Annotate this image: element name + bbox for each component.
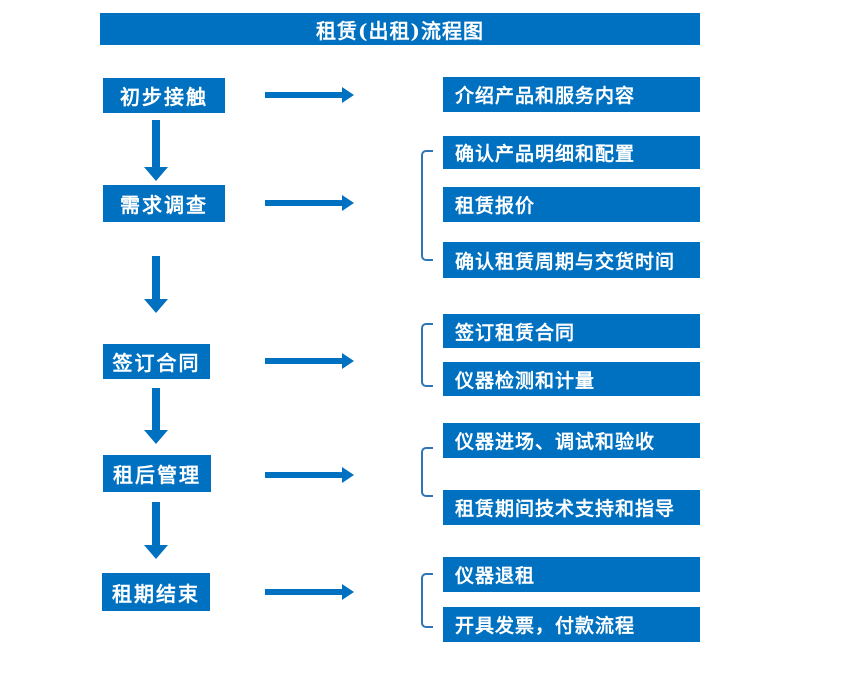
- right-arrow-icon: [265, 353, 354, 369]
- right-arrow-icon: [265, 467, 354, 483]
- right-arrow-icon: [265, 195, 354, 211]
- down-arrow-icon: [144, 502, 168, 559]
- right-arrow-icon: [265, 87, 354, 103]
- output-box-tech-support-during-rental: 租赁期间技术支持和指导: [443, 490, 700, 525]
- flowchart-title-bar: 租赁(出租)流程图: [100, 13, 700, 45]
- down-arrow-icon: [144, 388, 168, 444]
- group-bracket-demand-survey: [421, 150, 433, 261]
- group-bracket-rental-end: [421, 573, 433, 628]
- stage-box-post-rental-management: 租后管理: [103, 455, 211, 492]
- down-arrow-icon: [144, 256, 168, 313]
- output-box-instrument-testing-metering: 仪器检测和计量: [443, 362, 700, 396]
- down-arrow-icon: [144, 120, 168, 181]
- right-arrow-icon: [265, 584, 354, 600]
- output-box-confirm-product-details-config: 确认产品明细和配置: [443, 136, 700, 169]
- output-box-confirm-rental-period-delivery: 确认租赁周期与交货时间: [443, 242, 700, 278]
- group-bracket-contract-signing: [421, 323, 433, 387]
- output-box-introduce-products-services: 介绍产品和服务内容: [443, 77, 700, 112]
- output-box-instrument-arrival-commissioning-acceptance: 仪器进场、调试和验收: [443, 423, 700, 458]
- stage-box-rental-end: 租期结束: [102, 573, 210, 611]
- output-box-instrument-return: 仪器退租: [443, 557, 700, 592]
- stage-box-demand-survey: 需求调查: [103, 185, 225, 222]
- output-box-sign-rental-contract: 签订租赁合同: [443, 314, 700, 348]
- output-box-invoice-payment-process: 开具发票，付款流程: [443, 607, 700, 642]
- group-bracket-post-rental-management: [421, 447, 433, 497]
- flowchart-title: 租赁(出租)流程图: [316, 18, 484, 43]
- output-box-rental-quotation: 租赁报价: [443, 187, 700, 222]
- stage-box-contract-signing: 签订合同: [103, 344, 210, 379]
- stage-box-initial-contact: 初步接触: [103, 78, 225, 113]
